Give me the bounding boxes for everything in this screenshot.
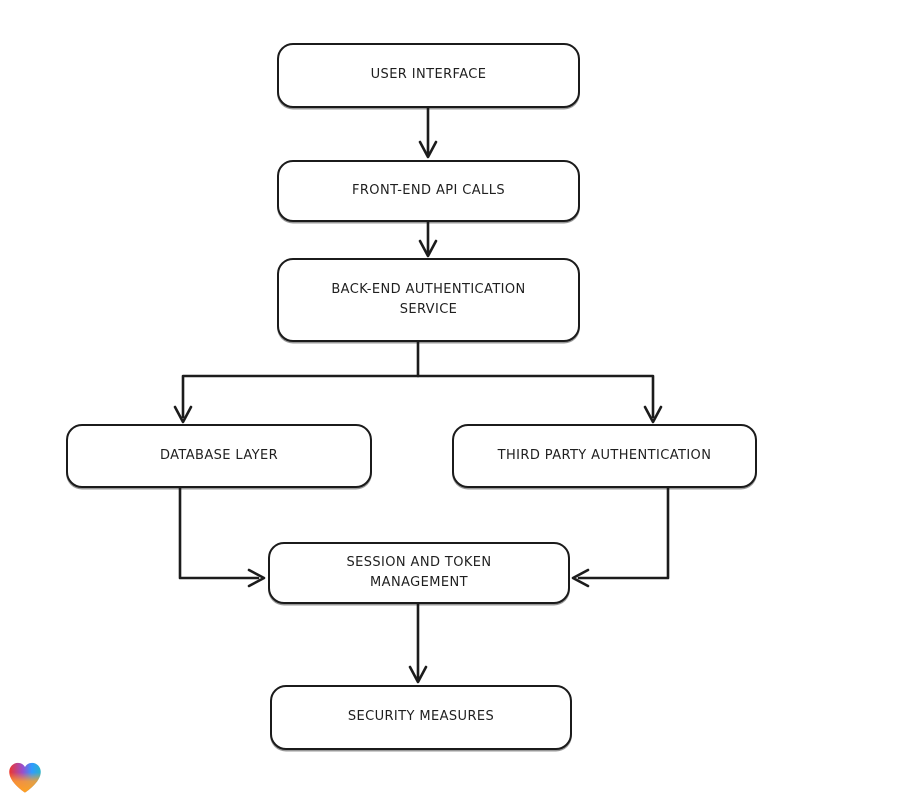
node-label: THIRD PARTY AUTHENTICATION	[497, 447, 712, 463]
node-label: USER INTERFACE	[370, 67, 487, 83]
node-back-end-authentication-service[interactable]: BACK-END AUTHENTICATION SERVICE	[277, 258, 580, 342]
edge-api-auth	[418, 220, 438, 258]
gradient-heart-logo[interactable]	[7, 760, 43, 796]
node-label: FRONT-END API CALLS	[352, 182, 505, 198]
edge-third-party-session	[571, 486, 670, 588]
edge-auth-third-party	[416, 374, 663, 424]
node-front-end-api-calls[interactable]: FRONT-END API CALLS	[277, 160, 580, 222]
edge-ui-api	[418, 106, 438, 159]
node-session-and-token-management[interactable]: SESSION AND TOKEN MANAGEMENT	[268, 542, 570, 604]
node-security-measures[interactable]: SECURITY MEASURES	[270, 685, 572, 750]
edge-session-security	[408, 602, 428, 684]
node-label: DATABASE LAYER	[159, 447, 279, 463]
node-third-party-authentication[interactable]: THIRD PARTY AUTHENTICATION	[452, 424, 757, 488]
node-label: SESSION AND TOKEN MANAGEMENT	[346, 554, 492, 590]
node-label: BACK-END AUTHENTICATION SERVICE	[331, 281, 526, 317]
edge-db-session	[178, 486, 266, 588]
heart-icon	[9, 762, 41, 793]
node-database-layer[interactable]: DATABASE LAYER	[66, 424, 372, 488]
node-user-interface[interactable]: USER INTERFACE	[277, 43, 580, 108]
node-label: SECURITY MEASURES	[347, 709, 495, 725]
edge-auth-db	[173, 340, 420, 424]
